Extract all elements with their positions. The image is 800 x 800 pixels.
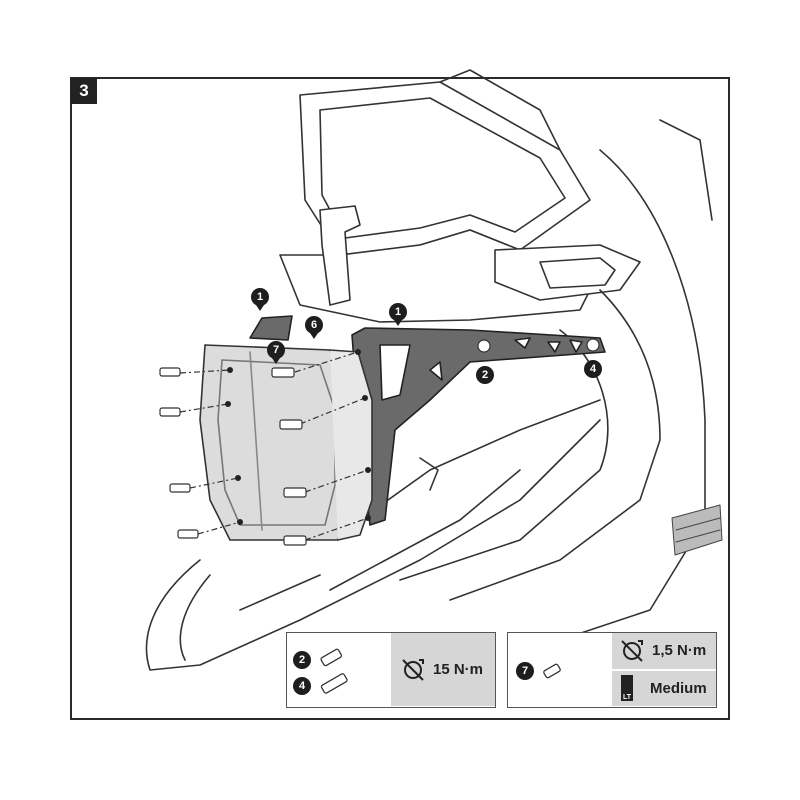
callout-screw-7: 7 bbox=[516, 662, 534, 680]
radiator-grille bbox=[671, 504, 723, 556]
front-beak bbox=[145, 419, 601, 671]
lt-label: LT bbox=[622, 694, 632, 701]
callout-bolt-4: 4 bbox=[584, 360, 602, 378]
torque-value: 15 N·m bbox=[433, 661, 484, 678]
screw bbox=[159, 367, 307, 546]
step-number-badge: 3 bbox=[71, 78, 97, 104]
threadlock-strength: Medium bbox=[650, 680, 707, 697]
callout-bracket-right: 1 bbox=[389, 303, 407, 326]
torque-spec-panel-bolts: 2 4 15 N·m bbox=[286, 632, 496, 708]
torque-wrench-icon bbox=[402, 659, 424, 681]
right-fairing bbox=[559, 149, 706, 641]
torque-spec-panel-screw: 7 1,5 N·m LT Medium bbox=[507, 632, 717, 708]
torque-cell bbox=[612, 633, 716, 669]
torque-value: 1,5 N·m bbox=[652, 642, 707, 659]
callout-screw-7: 7 bbox=[267, 341, 285, 364]
screw-set bbox=[159, 338, 600, 546]
mirror-mount bbox=[319, 205, 361, 306]
headlight-housing bbox=[329, 349, 373, 541]
torque-wrench-icon bbox=[621, 640, 643, 662]
callout-bolt-2: 2 bbox=[293, 651, 311, 669]
callout-bolt-2: 2 bbox=[476, 366, 494, 384]
threadlock-bottle-icon: LT bbox=[621, 675, 633, 701]
screw-icon bbox=[543, 663, 561, 679]
handguard bbox=[494, 244, 641, 301]
callout-headlight-guard: 6 bbox=[305, 316, 323, 339]
bolt-icon bbox=[320, 648, 348, 694]
callout-bolt-4: 4 bbox=[293, 677, 311, 695]
torque-cell bbox=[391, 633, 495, 706]
callout-bracket-left: 1 bbox=[251, 288, 269, 311]
left-bracket bbox=[249, 315, 293, 341]
